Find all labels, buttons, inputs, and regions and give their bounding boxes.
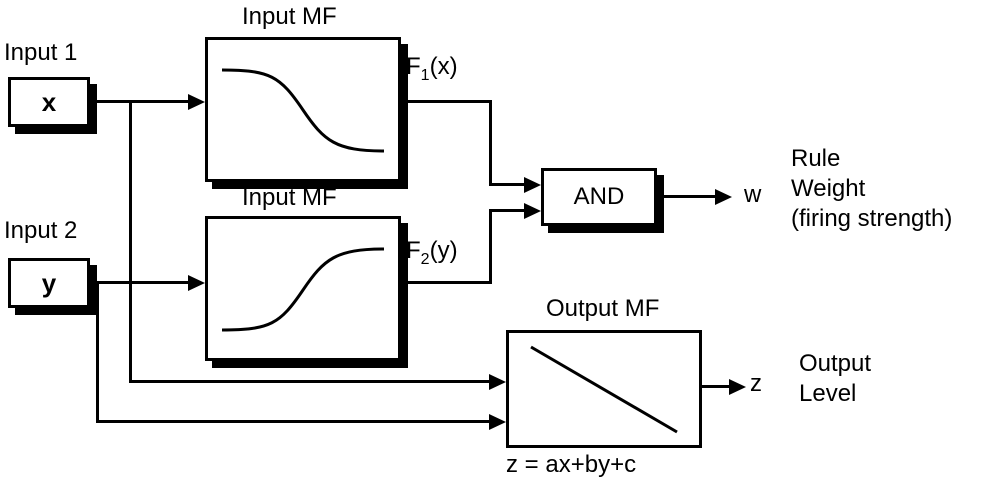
input2-symbol: y (41, 267, 57, 298)
and-box: AND (541, 168, 657, 226)
output-level-line1: Output (799, 350, 872, 377)
f1-arg: (x) (429, 53, 458, 80)
input2-box: y (8, 258, 90, 308)
sigmoid-falling-curve (221, 68, 385, 153)
rule-weight-text: Rule Weight (firing strength) (791, 144, 952, 234)
connector-f1-out (401, 100, 492, 103)
arrowhead-into-mf1 (188, 94, 205, 110)
connector-x-to-outputmf (129, 380, 490, 383)
f2-output-label: F2(y) (406, 238, 458, 273)
input-mf2-title: Input MF (242, 184, 337, 211)
output-level-line2: Level (799, 380, 857, 407)
connector-f2-up (489, 209, 492, 284)
arrowhead-f1-into-and (524, 177, 541, 193)
arrowhead-and-out (715, 189, 732, 205)
connector-y-to-mf2 (90, 281, 190, 284)
connector-f2-to-and (489, 209, 525, 212)
rule-weight-line2: Weight (791, 175, 866, 202)
connector-f2-out (401, 281, 492, 284)
and-label: AND (573, 183, 625, 210)
input1-label: Input 1 (4, 39, 78, 66)
connector-x-branch-down (129, 100, 132, 383)
connector-y-to-outputmf (96, 420, 490, 423)
arrowhead-into-mf2 (188, 275, 205, 291)
arrowhead-y-into-outputmf (489, 414, 506, 430)
linear-output-curve (530, 345, 678, 434)
input2-label: Input 2 (4, 217, 78, 244)
input-mf2-box (205, 216, 401, 361)
connector-and-out (657, 195, 717, 198)
f2-arg: (y) (429, 237, 458, 264)
connector-f1-to-and (489, 183, 525, 186)
f2-base: F (406, 237, 421, 264)
rule-weight-symbol: w (744, 181, 762, 208)
f1-base: F (406, 53, 421, 80)
sigmoid-rising-curve (221, 247, 385, 332)
f1-sub: 1 (420, 66, 430, 84)
output-mf-title: Output MF (546, 295, 660, 322)
connector-outputmf-out (702, 385, 732, 388)
arrowhead-x-into-outputmf (489, 374, 506, 390)
arrowhead-outputmf-out (729, 379, 746, 395)
rule-weight-line3: (firing strength) (791, 205, 953, 232)
input1-symbol: x (41, 86, 57, 117)
output-level-text: Output Level (799, 349, 871, 409)
arrowhead-f2-into-and (524, 203, 541, 219)
f1-output-label: F1(x) (406, 54, 458, 89)
connector-y-branch-down (96, 281, 99, 423)
connector-f1-down (489, 100, 492, 186)
output-level-symbol: z (750, 370, 762, 397)
input-mf1-box (205, 37, 401, 182)
input1-box: x (8, 77, 90, 127)
output-mf-equation: z = ax+by+c (506, 451, 637, 478)
output-mf-box (506, 330, 702, 448)
input-mf1-title: Input MF (242, 3, 337, 30)
rule-weight-line1: Rule (791, 145, 841, 172)
f2-sub: 2 (420, 250, 430, 268)
connector-x-to-mf1 (90, 100, 190, 103)
